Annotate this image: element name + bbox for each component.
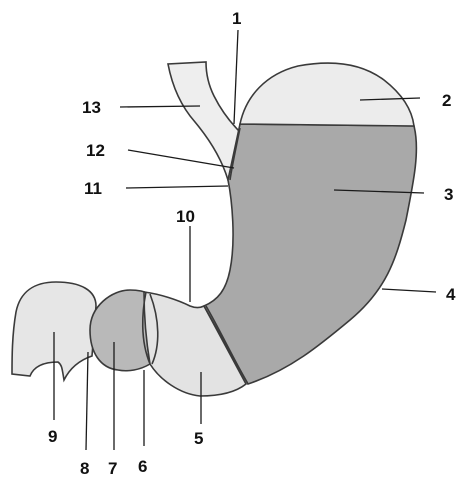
leader-1 [234,30,238,124]
label-1: 1 [232,9,241,28]
leader-11 [126,186,228,188]
label-6: 6 [138,457,147,476]
label-11: 11 [84,179,102,198]
label-10: 10 [176,207,195,226]
leader-4 [382,289,436,292]
label-2: 2 [442,91,451,110]
fundus [240,63,414,126]
stomach-body [204,124,416,384]
label-5: 5 [194,429,203,448]
label-8: 8 [80,459,89,477]
label-3: 3 [444,185,453,204]
label-7: 7 [108,459,117,477]
leader-8 [86,352,88,450]
label-12: 12 [86,141,105,160]
label-4: 4 [446,285,456,304]
duodenal-bulb [90,290,150,371]
label-9: 9 [48,427,57,446]
label-13: 13 [82,98,101,117]
